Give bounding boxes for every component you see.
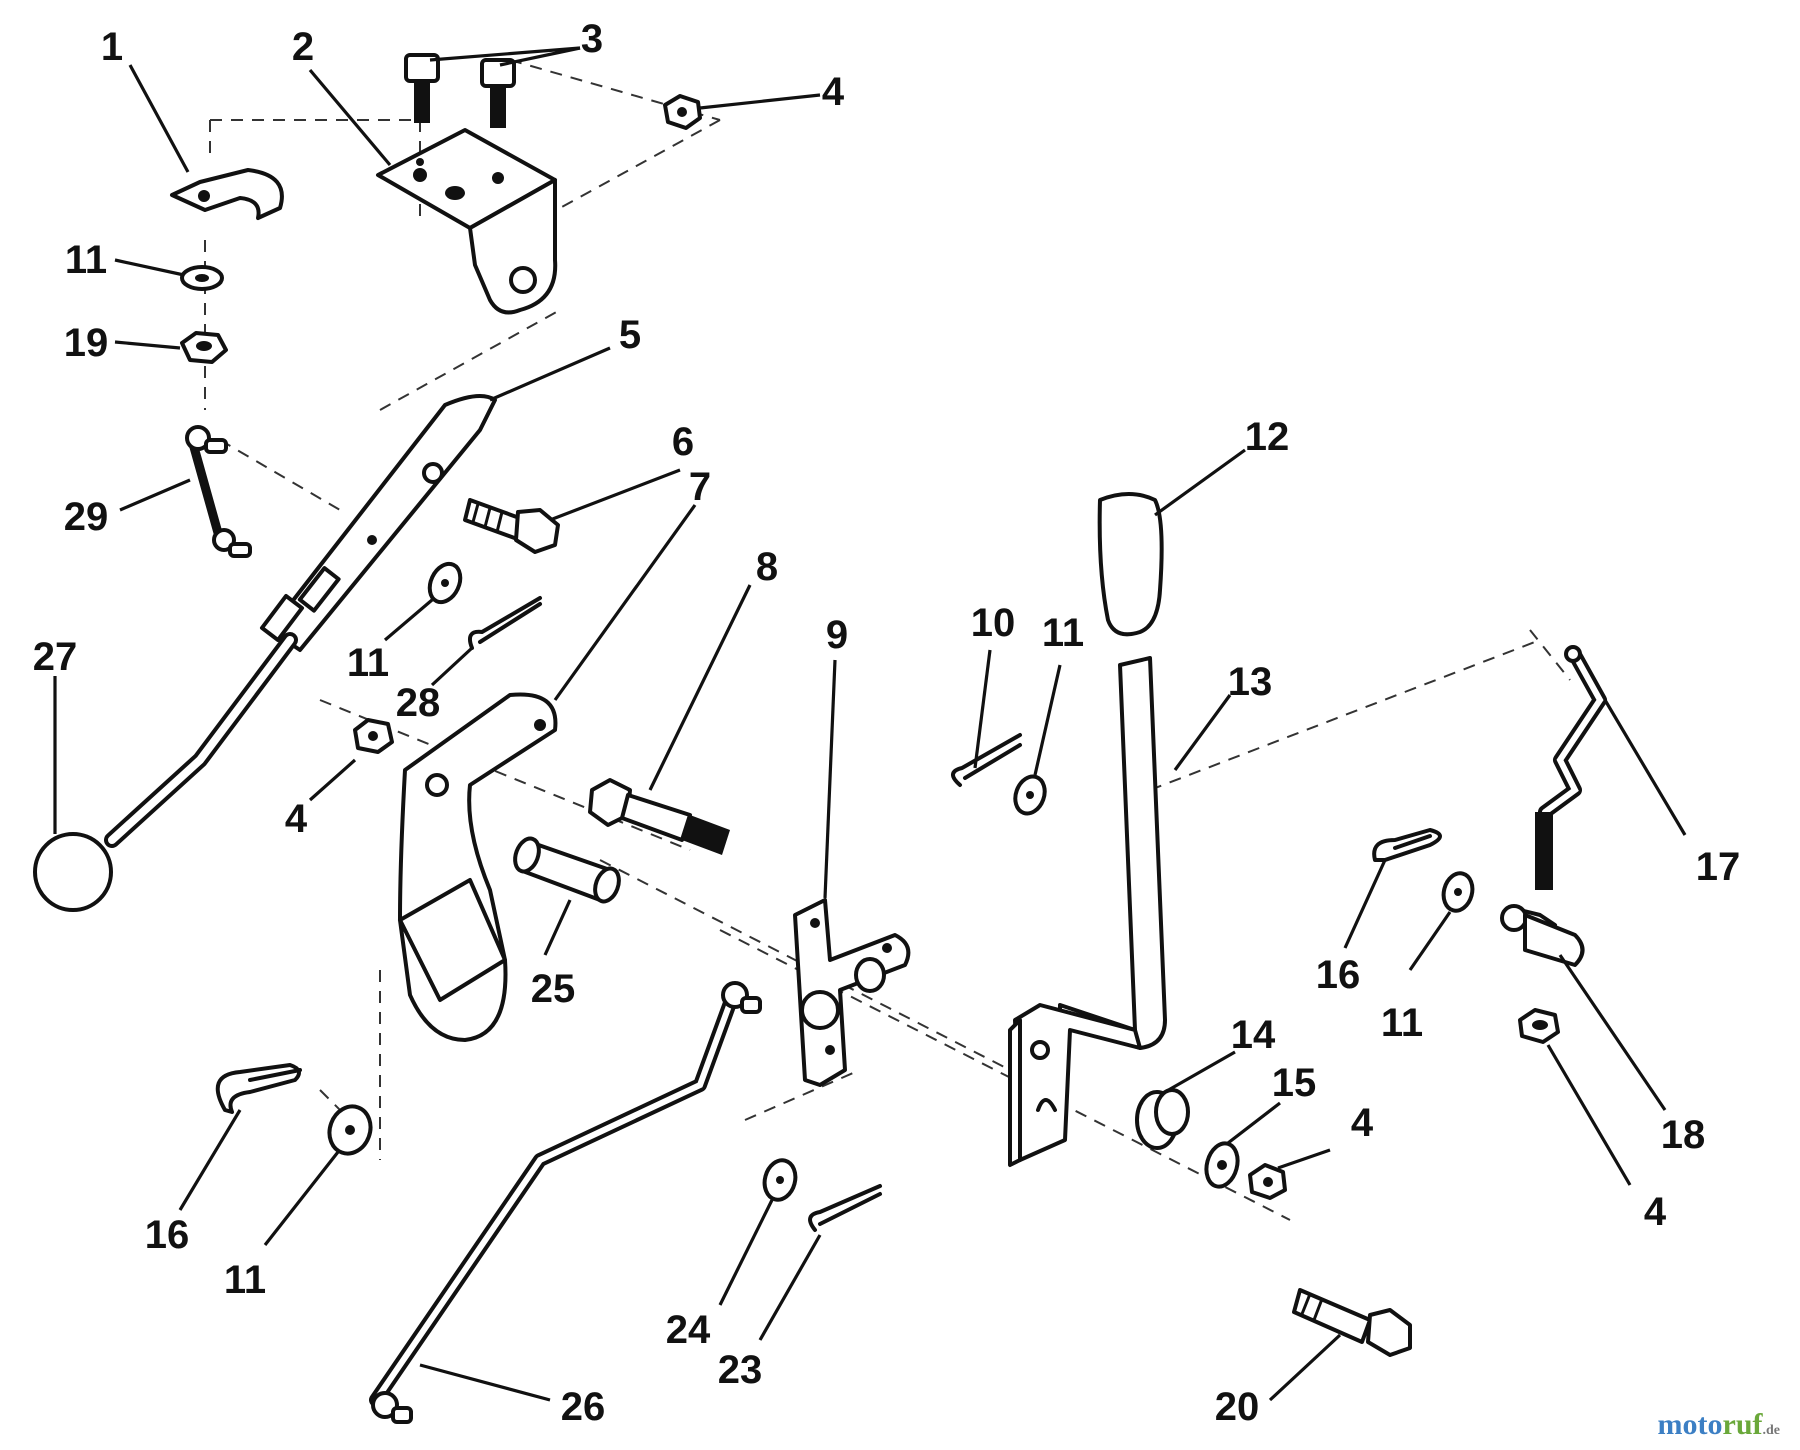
callout-25: 25 <box>531 967 576 1011</box>
part-15-washer <box>1204 1141 1240 1189</box>
part-16-pin-right <box>1372 828 1442 862</box>
part-13-lever <box>1008 656 1167 1167</box>
callout-17: 17 <box>1696 845 1741 889</box>
watermark-logo: motoruf.de <box>1658 1408 1780 1442</box>
callout-13: 13 <box>1228 660 1273 704</box>
part-23-cotter-pin <box>808 1184 882 1232</box>
callout-11-d: 11 <box>1381 1001 1423 1045</box>
callout-5: 5 <box>619 313 641 357</box>
callout-14: 14 <box>1231 1013 1276 1057</box>
callout-labels: 1 2 3 4 11 19 5 29 6 7 12 27 11 28 8 9 1… <box>33 17 1741 1429</box>
callout-7: 7 <box>689 465 711 509</box>
callout-8: 8 <box>756 545 778 589</box>
part-24-washer <box>762 1158 798 1202</box>
callout-12: 12 <box>1245 415 1290 459</box>
callout-23: 23 <box>718 1348 763 1392</box>
part-20-bolt <box>1292 1288 1412 1357</box>
part-19-nut <box>180 331 228 364</box>
part-1-clip <box>170 168 284 220</box>
callout-2: 2 <box>292 25 314 69</box>
part-29-link <box>185 425 252 558</box>
watermark-part1: moto <box>1657 1408 1723 1441</box>
callout-4-mid: 4 <box>285 797 308 841</box>
part-25-spacer <box>513 836 621 904</box>
callout-1: 1 <box>101 25 123 69</box>
part-11-washer-left <box>180 265 224 291</box>
assembly-lines <box>204 59 1571 1221</box>
callout-4-lower: 4 <box>1351 1101 1374 1145</box>
part-28-cotter-pin <box>468 596 542 650</box>
callout-29: 29 <box>64 495 109 539</box>
part-8-long-bolt <box>588 778 730 855</box>
callout-19: 19 <box>64 321 109 365</box>
part-11-washer-mid <box>427 561 463 605</box>
callout-16-right: 16 <box>1316 953 1361 997</box>
part-7-plate <box>398 692 558 1042</box>
part-16-pin-left <box>215 1063 302 1114</box>
callout-26: 26 <box>561 1385 606 1429</box>
part-4-nut-right <box>1518 1008 1560 1044</box>
part-2-bracket <box>376 128 558 315</box>
part-4-nut-top <box>663 94 702 130</box>
callout-3: 3 <box>581 17 603 61</box>
callout-11-c: 11 <box>1042 611 1084 655</box>
callout-16-left: 16 <box>145 1213 190 1257</box>
part-10-cotter-pin <box>951 733 1022 787</box>
part-3-bolts <box>404 53 516 128</box>
part-9-bracket <box>793 898 911 1087</box>
callout-28: 28 <box>396 681 441 725</box>
part-11-washer-pedal <box>1013 774 1047 816</box>
part-18-swivel <box>1500 904 1585 967</box>
part-12-grip <box>1097 492 1164 637</box>
watermark-part2: ruf <box>1722 1408 1763 1441</box>
part-14-bushing <box>1135 1088 1190 1150</box>
part-4-nut-lower <box>1248 1163 1287 1200</box>
callout-11-e: 11 <box>224 1258 266 1302</box>
part-11-washer-lower <box>327 1104 373 1156</box>
callout-11-a: 11 <box>65 238 107 282</box>
callout-15: 15 <box>1272 1061 1317 1105</box>
callout-18: 18 <box>1661 1113 1706 1157</box>
leader-lines <box>53 46 1687 1402</box>
part-4-nut-mid <box>353 718 394 754</box>
part-6-bolt <box>463 498 560 554</box>
callout-6: 6 <box>672 420 694 464</box>
part-27-knob <box>33 832 113 912</box>
callout-27: 27 <box>33 635 78 679</box>
callout-4-top: 4 <box>822 70 845 114</box>
part-26-rod <box>369 981 762 1424</box>
callout-20: 20 <box>1215 1385 1260 1429</box>
part-5-lever <box>104 394 497 848</box>
callout-10: 10 <box>971 601 1016 645</box>
callout-4-right: 4 <box>1644 1190 1667 1234</box>
callout-11-b: 11 <box>347 641 389 685</box>
callout-24: 24 <box>666 1308 711 1352</box>
callout-9: 9 <box>826 613 848 657</box>
watermark-part3: .de <box>1762 1423 1781 1438</box>
part-17-bent-rod <box>1535 645 1607 890</box>
part-11-washer-right <box>1441 871 1475 913</box>
